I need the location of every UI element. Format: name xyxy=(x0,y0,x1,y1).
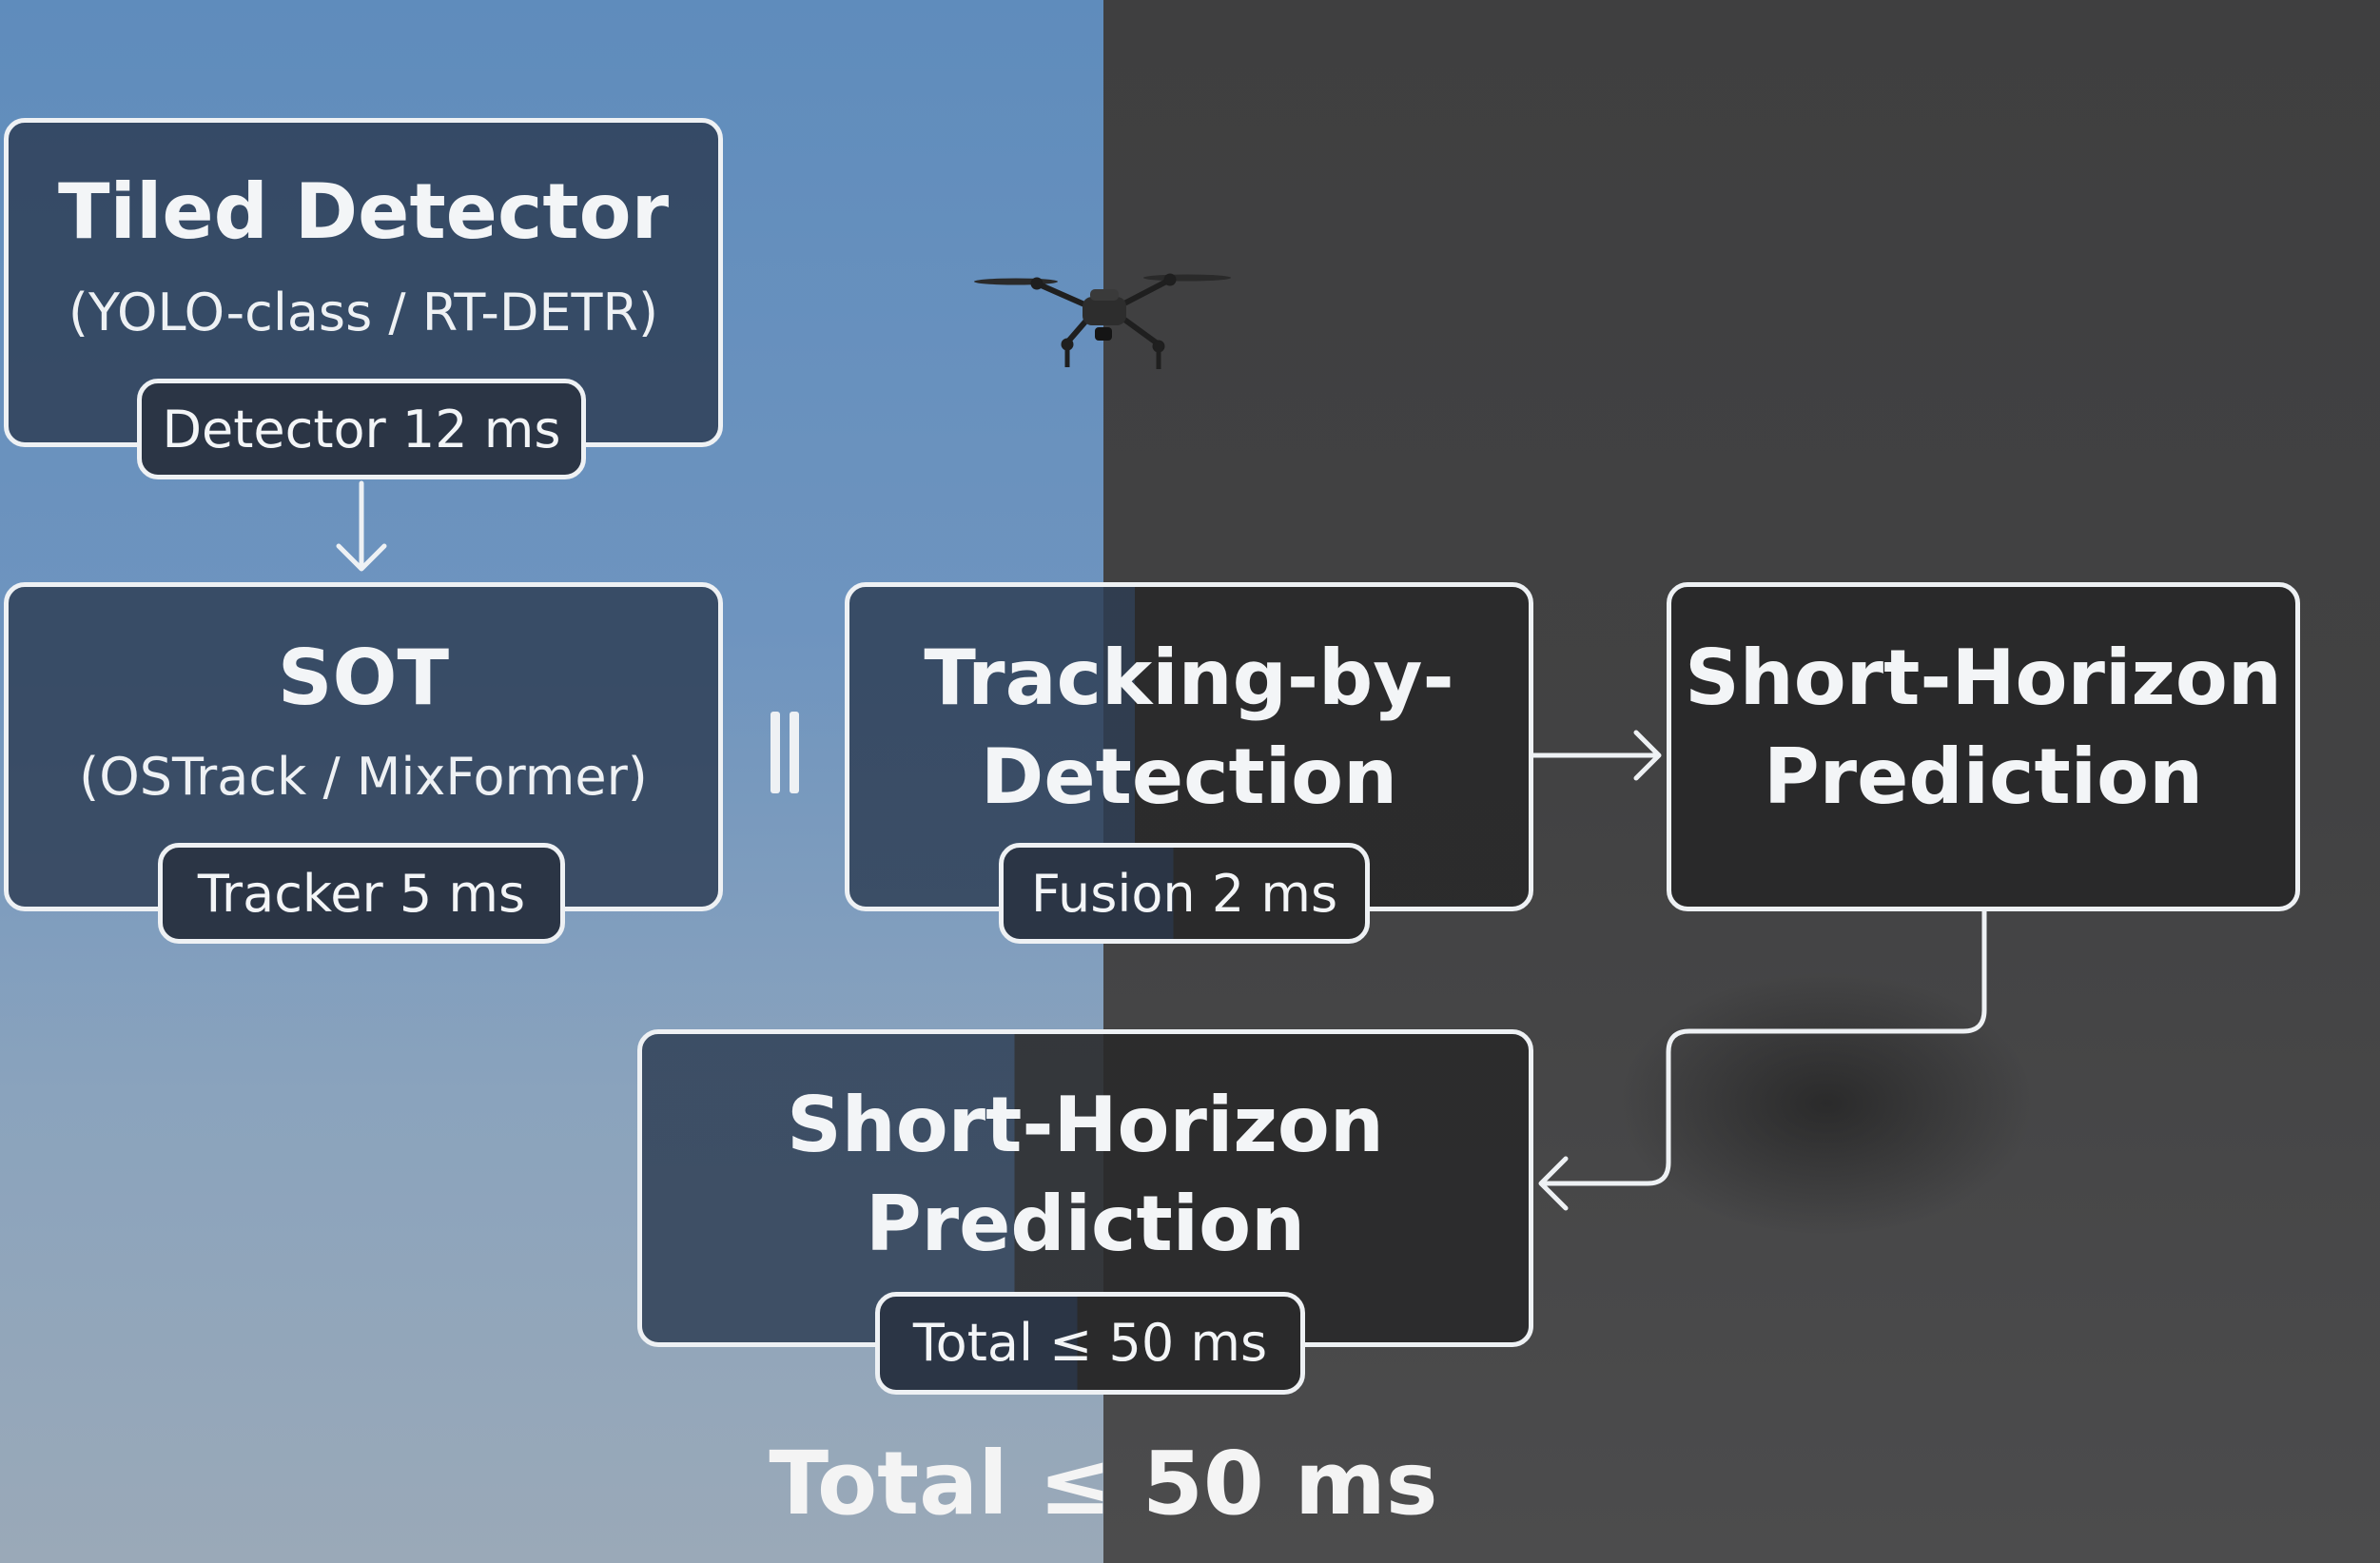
tiled-detector-title: Tiled Detector xyxy=(57,167,670,256)
arrow-head-prediction-to-bottom xyxy=(1538,1156,1569,1211)
fusion-latency-badge: Fusion 2 ms xyxy=(999,843,1370,944)
tiled-detector-subtitle: (YOLO-class / RT-DETR) xyxy=(68,283,659,342)
drone-icon xyxy=(974,273,1231,369)
tracker-latency-badge: Tracker 5 ms xyxy=(158,843,565,944)
sot-subtitle: (OSTrack / MixFormer) xyxy=(79,747,648,807)
tracking-by-detection-title-line1: Tracking-by- xyxy=(924,634,1454,722)
parallel-symbol xyxy=(761,712,810,793)
shadow-blur xyxy=(1617,970,2036,1237)
short-horizon-prediction-total-title-line2: Prediction xyxy=(865,1180,1306,1268)
total-latency-footer: Total ≤ 50 ms xyxy=(769,1433,1438,1534)
short-horizon-prediction-total-node: Short-Horizon Prediction xyxy=(637,1029,1533,1347)
arrow-head-tracking-to-prediction xyxy=(1633,730,1662,781)
arrow-head-detector-to-sot xyxy=(336,543,387,572)
total-latency-badge: Total ≤ 50 ms xyxy=(875,1292,1305,1395)
short-horizon-prediction-total-title-line1: Short-Horizon xyxy=(787,1081,1384,1169)
short-horizon-prediction-title-line1: Short-Horizon xyxy=(1685,634,2282,722)
short-horizon-prediction-node: Short-Horizon Prediction xyxy=(1667,582,2300,911)
sot-title: SOT xyxy=(277,634,450,722)
arrow-prediction-to-bottom xyxy=(1540,908,1987,1186)
detector-latency-badge: Detector 12 ms xyxy=(137,379,586,479)
tracking-by-detection-title-line2: Detection xyxy=(980,733,1398,821)
short-horizon-prediction-title-line2: Prediction xyxy=(1763,733,2204,821)
